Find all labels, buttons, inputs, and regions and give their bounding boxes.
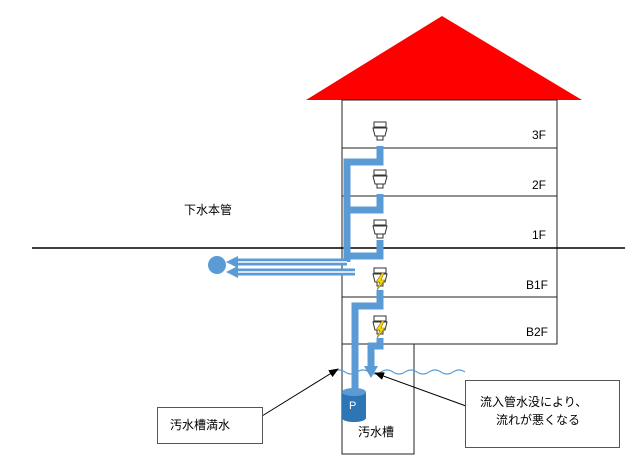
- callout-arrow-inflow: [374, 372, 467, 407]
- drain-pipes: [343, 146, 384, 392]
- pipe-2f: [347, 194, 384, 214]
- floor-label-3f: 3F: [532, 128, 547, 142]
- callout-arrow-tank-full: [261, 368, 339, 417]
- callout-tank-full-text: 汚水槽満水: [170, 418, 231, 432]
- callout-inflow-submerged: 流入管水没により、 流れが悪くなる: [465, 380, 620, 448]
- pipe-1f: [347, 240, 384, 260]
- callout-inflow-line1: 流入管水没により、: [480, 395, 588, 409]
- callout-inflow-line2: 流れが悪くなる: [496, 413, 581, 427]
- pump: [342, 388, 366, 422]
- pipe-b2f-arrowhead: [364, 366, 378, 378]
- septic-tank-label: 汚水槽: [358, 425, 395, 439]
- callout-tank-full: 汚水槽満水: [157, 407, 263, 444]
- sewer-main-pipe: [208, 256, 226, 274]
- floor-label-b1f: B1F: [526, 278, 549, 292]
- pipe-b1f: [351, 290, 384, 392]
- sewer-main-label: 下水本管: [184, 203, 233, 217]
- floor-label-b2f: B2F: [526, 325, 549, 339]
- floor-label-1f: 1F: [532, 228, 547, 242]
- sewer-outlet-lines: [226, 256, 355, 278]
- pump-label: P: [349, 400, 357, 412]
- roof: [306, 16, 582, 100]
- floor-label-2f: 2F: [532, 178, 547, 192]
- pipe-b2f: [367, 338, 384, 366]
